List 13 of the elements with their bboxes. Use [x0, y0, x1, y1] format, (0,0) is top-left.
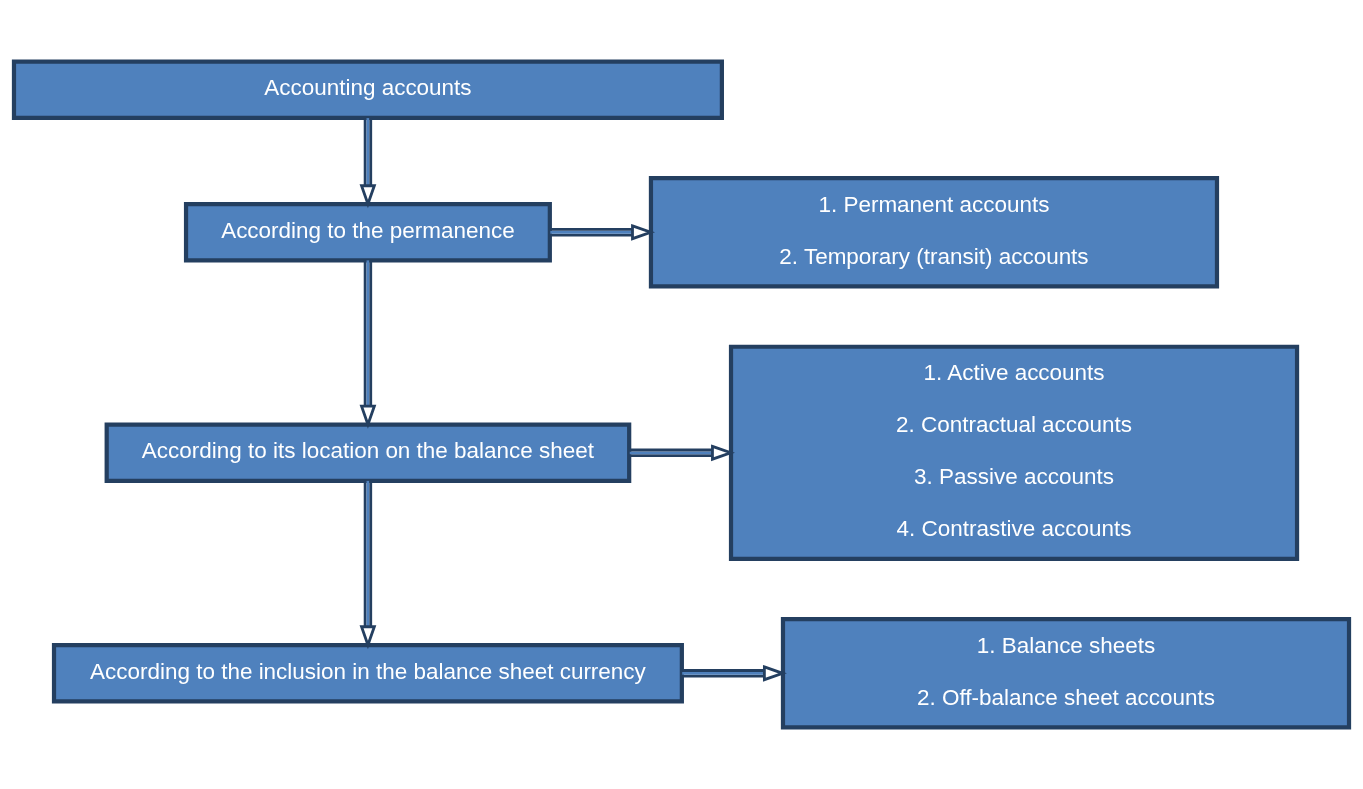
node-box: 1. Active accounts 2. Contractual accounts 3. Passive accounts 4. Contrastive accounts — [728, 344, 1300, 561]
node-box: According to the inclusion in the balance sheet currency — [51, 643, 684, 704]
arrow — [682, 664, 787, 682]
node-box: 1. Balance sheets 2. Off-balance sheet accounts — [780, 617, 1352, 730]
arrow — [359, 480, 377, 650]
arrow — [629, 444, 735, 462]
node-box: According to its location on the balance sheet — [104, 422, 632, 483]
arrow — [550, 223, 655, 241]
node-box: According to the permanence — [183, 202, 552, 263]
arrow — [359, 260, 377, 429]
arrow — [359, 118, 377, 209]
node-box: 1. Permanent accounts 2. Temporary (transit) accounts — [648, 176, 1220, 289]
node-box: Accounting accounts — [11, 59, 724, 120]
